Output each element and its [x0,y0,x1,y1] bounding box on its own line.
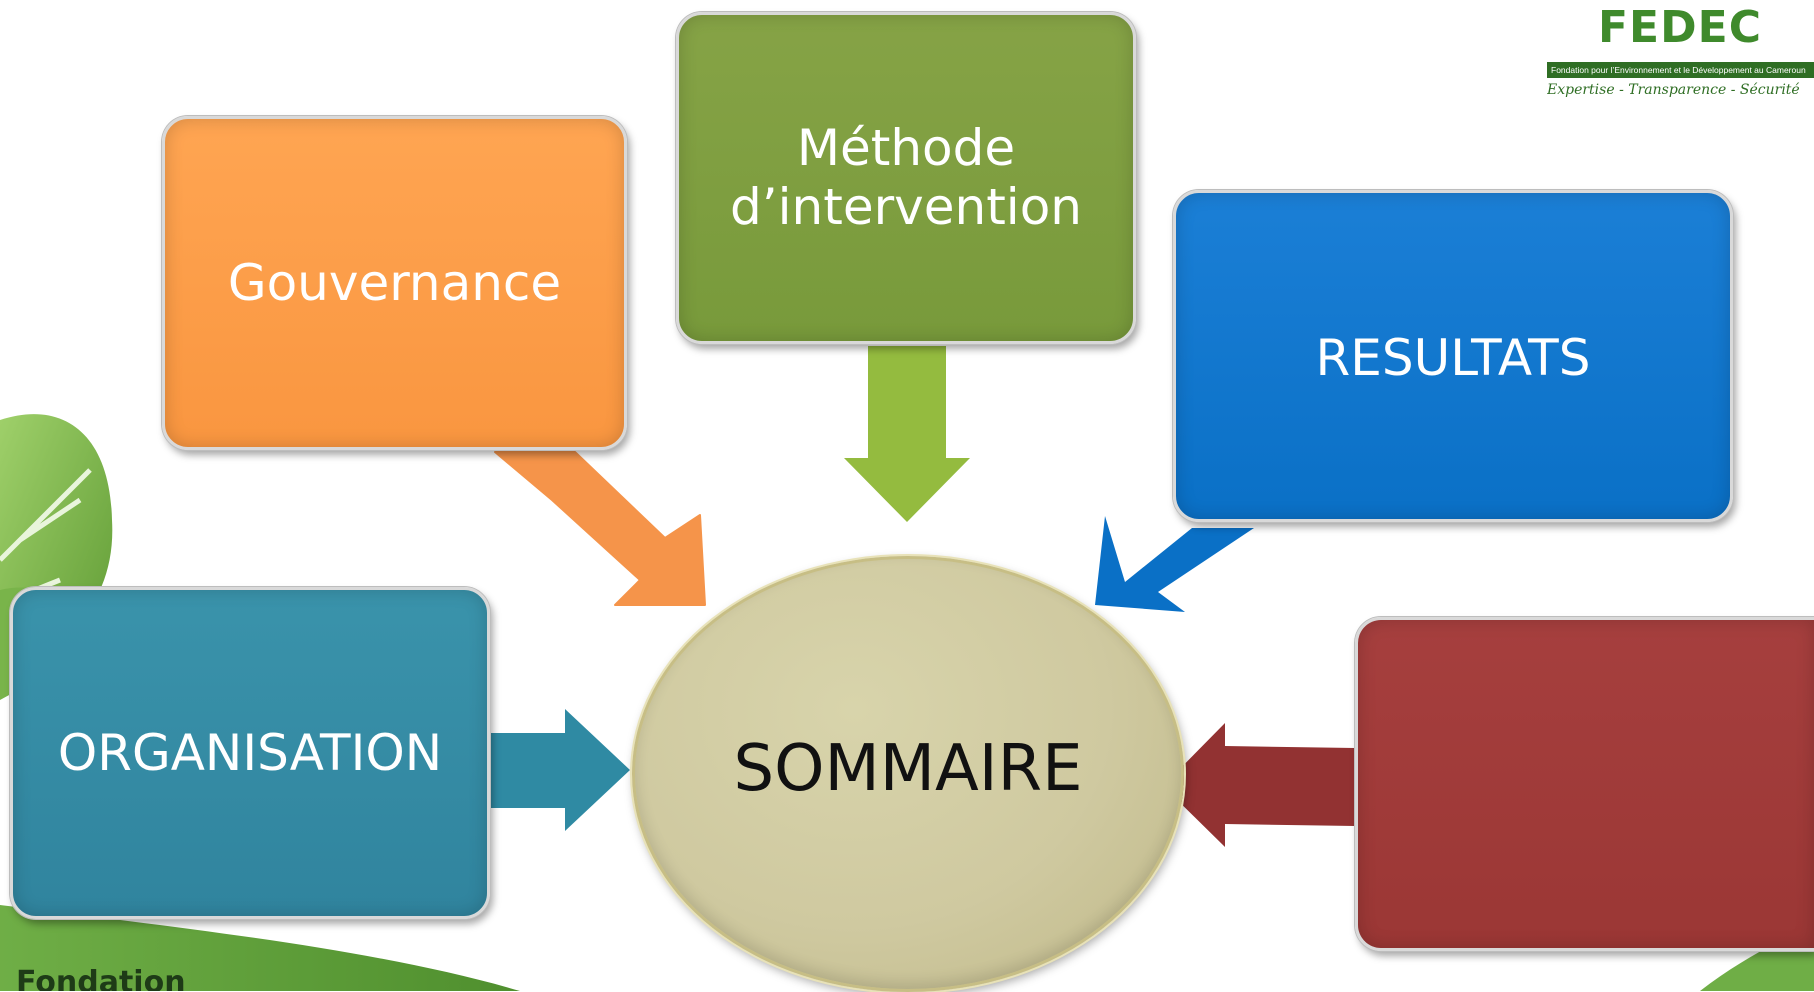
arrow-organisation [490,709,630,831]
arrow-resultats [1095,516,1254,612]
fedec-logo: FEDEC Fondation pour l’Environnement et … [1543,0,1814,110]
methode-label: Méthode d’intervention [730,119,1082,236]
gouvernance-label: Gouvernance [227,253,562,312]
box-gouvernance: Gouvernance [162,116,627,450]
resultats-label: RESULTATS [1315,329,1591,387]
arrow-gouvernance [494,451,706,606]
logo-subtitle: Fondation pour l’Environnement et le Dév… [1547,62,1814,78]
footer-text: Fondation [16,968,186,991]
center-label: SOMMAIRE [733,732,1083,806]
arrow-methode [844,346,970,522]
box-resultats: RESULTATS [1173,190,1733,522]
logo-title: FEDEC [1598,2,1762,53]
center-ellipse: SOMMAIRE [632,556,1184,992]
ground-left [0,905,520,991]
arrow-red [1163,723,1355,847]
organisation-label: ORGANISATION [57,723,443,782]
box-red-empty [1355,617,1814,951]
logo-tagline: Expertise - Transparence - Sécurité [1547,82,1800,98]
box-organisation: ORGANISATION [10,587,490,919]
box-methode-intervention: Méthode d’intervention [676,12,1136,344]
